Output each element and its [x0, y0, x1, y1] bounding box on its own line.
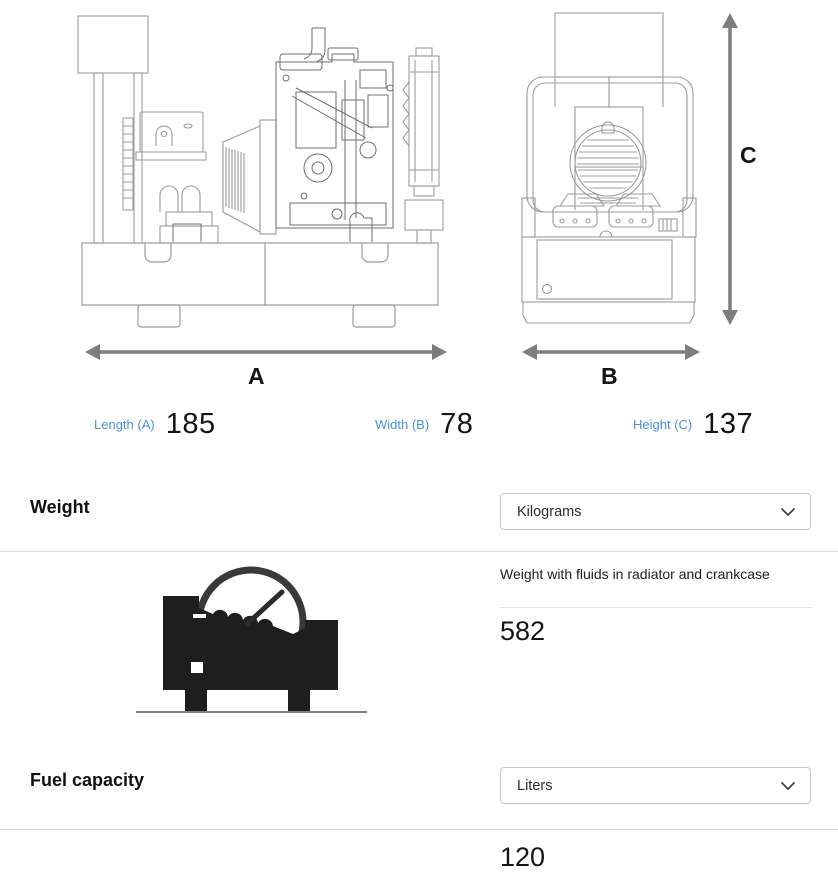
arrow-b: B — [522, 344, 700, 389]
fuel-heading: Fuel capacity — [30, 770, 145, 790]
side-view-svg: A — [77, 15, 447, 389]
front-view-drawing: C B — [490, 0, 838, 395]
weight-heading: Weight — [30, 497, 90, 517]
height-label: Height (C) — [633, 416, 693, 432]
arrow-a-label: A — [248, 363, 265, 389]
arrow-c: C — [722, 13, 757, 325]
metric-width: Width (B) 78 — [375, 406, 473, 442]
metric-height: Height (C) 137 — [633, 406, 753, 442]
metric-length: Length (A) 185 — [94, 406, 216, 442]
chevron-down-icon — [781, 781, 795, 790]
fuel-value: 120 — [500, 842, 546, 872]
length-value: 185 — [165, 407, 216, 440]
weight-value: 582 — [500, 616, 546, 646]
arrow-a: A — [85, 344, 447, 389]
length-label: Length (A) — [94, 416, 155, 432]
fuel-unit-value: Liters — [517, 777, 553, 794]
fuel-unit-select[interactable]: Liters — [500, 767, 811, 804]
weight-unit-value: Kilograms — [517, 503, 582, 520]
generator-weight-icon — [135, 562, 370, 720]
section-divider — [0, 829, 838, 830]
weight-row-label: Weight with fluids in radiator and crank… — [500, 566, 770, 582]
arrow-b-label: B — [601, 363, 618, 389]
arrow-c-label: C — [740, 142, 757, 168]
width-label: Width (B) — [375, 416, 430, 432]
height-value: 137 — [703, 407, 754, 440]
section-divider — [0, 551, 838, 552]
weight-unit-select[interactable]: Kilograms — [500, 493, 811, 530]
weight-row-divider — [500, 607, 812, 608]
width-value: 78 — [440, 407, 474, 440]
chevron-down-icon — [781, 507, 795, 516]
front-view-svg: C B — [521, 12, 757, 389]
side-view-drawing: A — [60, 0, 465, 395]
